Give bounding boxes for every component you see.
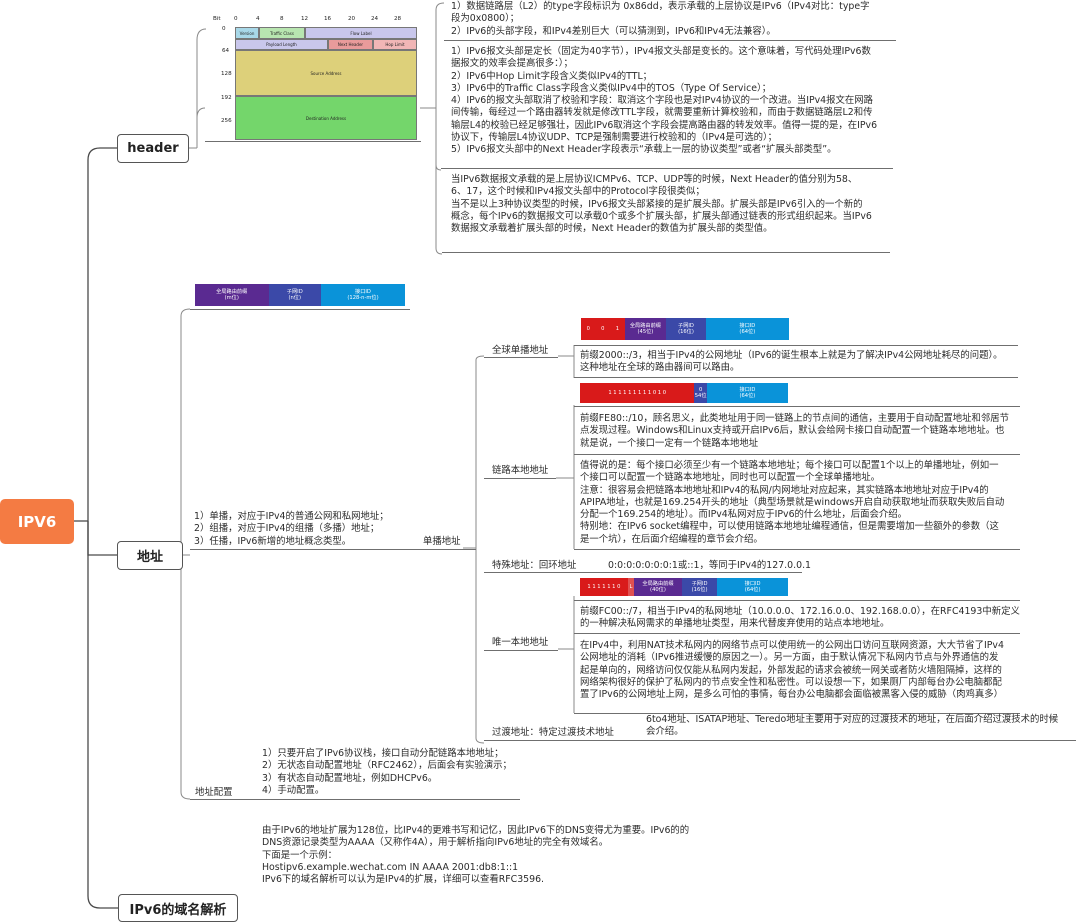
row-tick: 256	[221, 118, 232, 124]
global-bar-segment: 1	[610, 318, 625, 340]
unicast-label: 单播地址	[423, 536, 461, 547]
diagram-underline	[205, 141, 421, 142]
ula-bar-segment: L	[627, 578, 635, 596]
address-types-underline	[190, 549, 476, 550]
link-local-desc-2: 值得说的是：每个接口必须至少有一个链路本地地址；每个接口可以配置1个以上的单播地…	[580, 460, 1005, 545]
link-bar-segment: 0 54位	[694, 383, 707, 403]
branch-header[interactable]: header	[117, 134, 189, 163]
prefix-bar-segment: 全局路由前缀 (m位)	[195, 284, 269, 306]
global-bar-segment: 0	[595, 318, 611, 340]
link-local-desc-2-underline	[574, 549, 1020, 550]
address-config-desc: 1）只要开启了IPv6协议栈，接口自动分配链路本地地址； 2）无状态自动配置地址…	[262, 748, 512, 796]
header-note-ethertype: 1）数据链路层（L2）的type字段标识为 0x86dd，表示承载的上层协议是I…	[451, 1, 870, 37]
bit-tick: 20	[348, 16, 356, 22]
ipv6-header-diagram: Bit 0 4 8 12 16 20 24 28 0 64 128 192 25…	[213, 13, 423, 140]
ula-bar-segment: 1 1 1 1 1 1 0	[580, 578, 628, 596]
link-local-desc-1: 前缀FE80::/10，顾名思义，此类地址用于同一链路上的节点间的通信，主要用于…	[580, 413, 1010, 449]
header-note-next-header-underline	[442, 252, 890, 253]
unique-local-label-underline	[484, 650, 558, 651]
ula-bar-segment: 全局路由前缀 (40位)	[634, 578, 682, 596]
version-field: Version	[235, 27, 259, 39]
loopback-underline	[484, 572, 802, 573]
bit-tick: 12	[301, 16, 309, 22]
bit-tick: 24	[371, 16, 379, 22]
prefix-bar-segment: 子网ID (n位)	[268, 284, 321, 306]
transition-desc: 6to4地址、ISATAP地址、Teredo地址主要用于对应的过渡技术的地址，在…	[646, 714, 1059, 738]
ula-bar-segment: 接口ID (64位)	[717, 578, 788, 596]
link-local-bar-underline	[574, 406, 1020, 407]
root-label: IPV6	[17, 512, 57, 531]
global-bar-segment: 接口ID (64位)	[705, 318, 789, 340]
link-bar-segment: 1 1 1 1 1 1 1 1 1 0 1 0	[580, 383, 695, 403]
global-bar-segment: 0	[581, 318, 596, 340]
unique-local-desc-2: 在IPv4中，利用NAT技术私网内的网络节点可以使用统一的公网出口访问互联网资源…	[580, 640, 1004, 701]
transition-underline	[484, 740, 1076, 741]
address-structure-bar: 全局路由前缀 (m位)子网ID (n位)接口ID (128-n-m位)	[195, 284, 405, 306]
address-bar-underline	[190, 309, 410, 310]
unique-local-desc-1-underline	[574, 633, 1020, 634]
transition-label: 过渡地址：特定过渡技术地址	[492, 727, 614, 738]
row-tick: 64	[222, 48, 230, 54]
global-unicast-underline	[484, 357, 558, 358]
bit-tick: 8	[280, 16, 284, 22]
loopback-desc: 0:0:0:0:0:0:0:1或::1，等同于IPv4的127.0.0.1	[608, 560, 812, 571]
branch-header-label: header	[127, 141, 179, 156]
unique-local-bar-underline	[574, 600, 1020, 601]
bit-tick: 28	[394, 16, 402, 22]
dns-desc: 由于IPv6的地址扩展为128位，比IPv4的更难书写和记忆，因此IPv6下的D…	[262, 825, 690, 886]
destination-address-field: Destination Address	[235, 96, 417, 140]
global-unicast-desc: 前缀2000::/3，相当于IPv4的公网地址（IPv6的诞生根本上就是为了解决…	[580, 350, 1003, 374]
header-note-fields: 1）IPv6报文头部是定长（固定为40字节），IPv4报文头部是变长的。这个意味…	[451, 46, 878, 156]
loopback-label: 特殊地址：回环地址	[492, 560, 577, 571]
address-config-label: 地址配置	[195, 787, 233, 798]
row-tick: 128	[221, 71, 232, 77]
global-unicast-label: 全球单播地址	[492, 345, 549, 356]
bit-tick: 0	[234, 16, 238, 22]
unique-local-label: 唯一本地地址	[492, 637, 549, 648]
address-config-underline	[190, 799, 520, 800]
link-local-label-underline	[484, 478, 556, 479]
link-local-label: 链路本地地址	[492, 465, 549, 476]
global-bar-segment: 全局路由前缀 (45位)	[624, 318, 667, 340]
row-tick: 0	[222, 26, 226, 32]
unique-local-desc-1: 前缀FC00::/7，相当于IPv4的私网地址（10.0.0.0、172.16.…	[580, 606, 1020, 630]
branch-address-label: 地址	[136, 550, 163, 565]
link-bar-segment: 接口ID (64位)	[706, 383, 788, 403]
global-desc-underline	[574, 377, 1018, 378]
address-types: 1）单播，对应于IPv4的普通公网和私网地址； 2）组播，对应于IPv4的组播（…	[194, 511, 389, 547]
link-local-desc-1-underline	[574, 454, 1020, 455]
row-tick: 192	[221, 95, 232, 101]
source-address-field: Source Address	[235, 50, 417, 96]
ula-bar-segment: 子网ID (16位)	[681, 578, 718, 596]
root-node[interactable]: IPV6	[0, 499, 74, 544]
traffic-class-field: Traffic Class	[259, 27, 305, 39]
bit-tick: 16	[324, 16, 332, 22]
branch-dns[interactable]: IPv6的域名解析	[118, 894, 238, 922]
next-header-field: Next Header	[328, 39, 373, 50]
unique-local-desc-2-underline	[574, 713, 1020, 714]
hop-limit-field: Hop Limit	[373, 39, 417, 50]
branch-address[interactable]: 地址	[117, 541, 183, 570]
header-note-next-header: 当IPv6数据报文承载的是上层协议ICMPv6、TCP、UDP等的时候，Next…	[451, 174, 872, 235]
global-bar-underline	[574, 345, 1018, 346]
header-note-fields-underline	[441, 168, 893, 169]
payload-length-field: Payload Length	[235, 39, 328, 50]
header-note-ethertype-underline	[444, 40, 896, 41]
global-bar-segment: 子网ID (16位)	[666, 318, 706, 340]
flow-label-field: Flow Label	[305, 27, 417, 39]
prefix-bar-segment: 接口ID (128-n-m位)	[321, 284, 405, 306]
branch-dns-label: IPv6的域名解析	[129, 902, 227, 918]
bit-tick: 4	[256, 16, 260, 22]
bit-label: Bit	[213, 16, 221, 22]
